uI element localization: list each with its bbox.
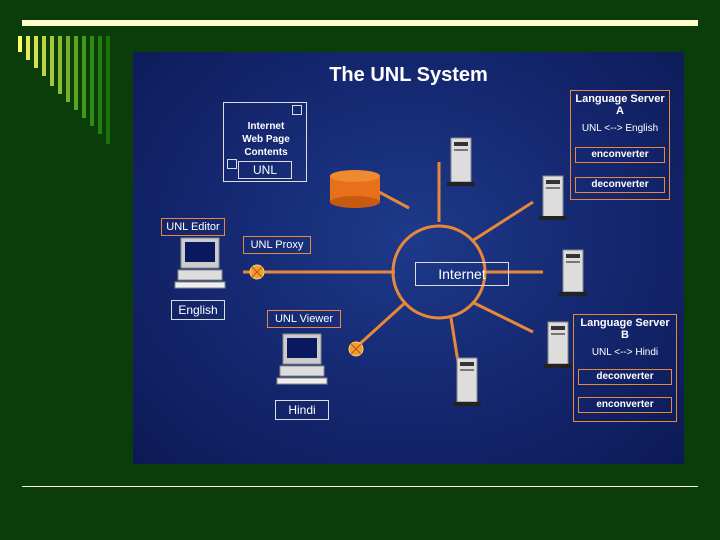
server-a-language: UNL <--> English bbox=[581, 123, 659, 134]
editor-computer-icon bbox=[174, 237, 226, 289]
contents-line2: Web Page bbox=[242, 134, 290, 145]
line-database bbox=[378, 190, 410, 210]
database-icon bbox=[330, 170, 380, 208]
network-lines bbox=[174, 137, 587, 406]
server-a-title-line1: Language Server bbox=[575, 93, 665, 105]
language-server-b-panel: Language Server B UNL <--> Hindi deconve… bbox=[573, 314, 677, 422]
server-a-enconverter: enconverter bbox=[575, 147, 665, 163]
window-square-icon bbox=[227, 159, 237, 169]
line-server-bottom bbox=[449, 317, 460, 363]
unl-proxy-label: UNL Proxy bbox=[243, 236, 311, 254]
contents-line1: Internet bbox=[247, 121, 285, 132]
server-icon-bottom bbox=[453, 357, 481, 406]
viewer-connector-icon bbox=[348, 341, 364, 357]
unl-editor-label: UNL Editor bbox=[161, 218, 225, 236]
unl-box: UNL bbox=[238, 161, 292, 179]
server-b-title-line2: B bbox=[621, 329, 629, 341]
diagram-slide: The UNL System Internet Web Page Content… bbox=[133, 52, 684, 464]
contents-label: Internet Web Page Contents bbox=[224, 120, 308, 159]
server-b-language: UNL <--> Hindi bbox=[591, 347, 659, 358]
english-label: English bbox=[171, 300, 225, 320]
web-page-contents-box: Internet Web Page Contents UNL bbox=[223, 102, 307, 182]
unl-viewer-label: UNL Viewer bbox=[267, 310, 341, 328]
server-a-title-line2: A bbox=[616, 105, 624, 117]
decorative-stripes bbox=[18, 36, 110, 144]
server-a-title: Language Server A bbox=[571, 93, 669, 117]
internet-ring bbox=[391, 224, 487, 320]
server-icon-right bbox=[559, 249, 587, 296]
server-a-deconverter: deconverter bbox=[575, 177, 665, 193]
server-icon-lower-right bbox=[544, 321, 572, 368]
language-server-a-panel: Language Server A UNL <--> English encon… bbox=[570, 90, 670, 200]
server-b-deconverter: deconverter bbox=[578, 369, 672, 385]
line-viewer bbox=[351, 300, 408, 352]
line-server-b bbox=[471, 300, 534, 334]
diagram-title: The UNL System bbox=[329, 64, 488, 86]
hindi-label: Hindi bbox=[275, 400, 329, 420]
top-bar bbox=[22, 20, 698, 26]
bottom-line bbox=[22, 486, 698, 487]
server-b-enconverter: enconverter bbox=[578, 397, 672, 413]
viewer-computer-icon bbox=[276, 333, 328, 385]
proxy-connector-icon bbox=[249, 264, 265, 280]
server-b-title-line1: Language Server bbox=[580, 317, 670, 329]
contents-line3: Contents bbox=[244, 147, 288, 158]
server-icon-top bbox=[447, 137, 475, 186]
internet-label: Internet bbox=[415, 262, 509, 286]
server-icon-upper-right bbox=[539, 175, 567, 220]
server-b-title: Language Server B bbox=[574, 317, 676, 341]
window-square-icon bbox=[292, 105, 302, 115]
line-server-a bbox=[471, 200, 534, 243]
